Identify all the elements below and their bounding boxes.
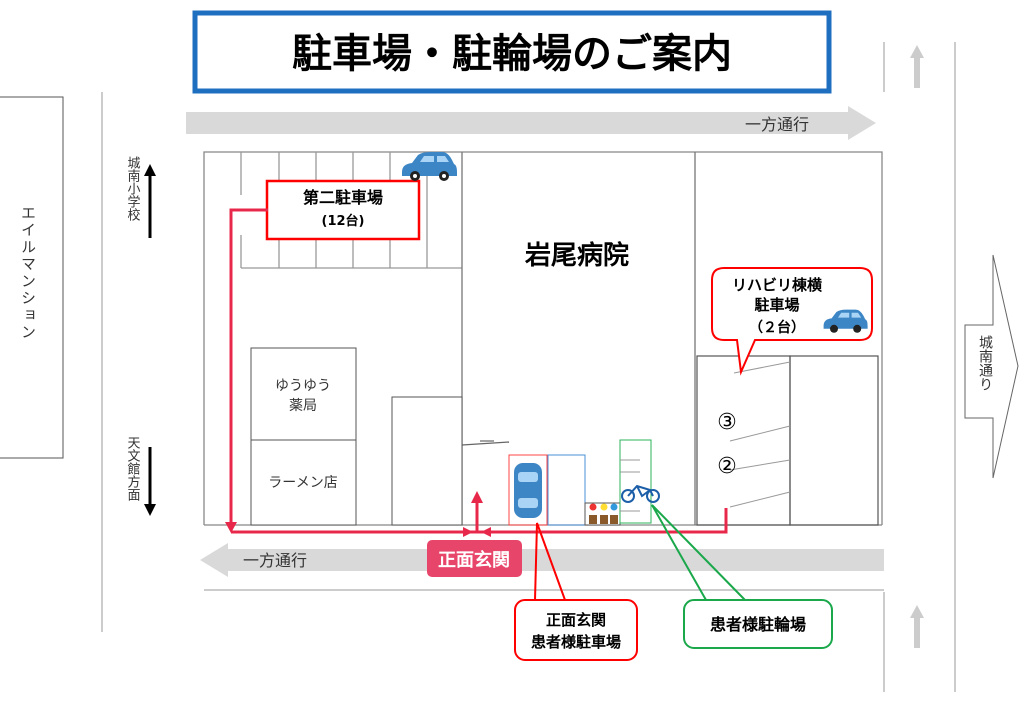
rehab-count: （２台） [749,319,805,336]
title-box [192,10,832,94]
entrance-badge [427,540,522,577]
front-callout-pointer [534,522,566,601]
mansion-building [0,96,64,459]
rehab-label-1: リハビリ棟横 [732,276,823,294]
bicycle-slot-lines [620,459,640,512]
up-arrow-black-icon [144,164,156,238]
entrance-badge-label: 正面玄関 [438,549,510,571]
top-one-way-label: 一方通行 [745,115,809,134]
bottom-one-way-label: 一方通行 [243,551,307,570]
car-icon [402,152,457,181]
ramen-building [250,439,357,526]
car-topview-icon [514,463,542,518]
route-arrowheads [225,491,491,537]
street-edges [101,42,956,692]
hospital-label: 岩尾病院 [524,240,629,271]
bicycle-icon [621,484,660,503]
car-icon [823,309,868,333]
up-arrow-icon [910,45,924,648]
bicycle-parking-label: 患者様駐輪場 [710,615,806,634]
slot-2-label: ② [717,454,737,479]
top-one-way-arrow [186,106,876,140]
second-parking-count: (12台) [322,213,365,229]
tenmonkan-direction-label: 天文館方面 [125,436,141,501]
small-building [391,396,463,526]
front-parking-label-2: 患者様駐車場 [531,633,621,651]
front-parking-label-1: 正面玄関 [546,611,606,629]
front-parking-slot-blue [547,454,586,526]
bicycle-parking-area [619,439,652,524]
pharmacy-building [250,347,357,441]
hospital-entrance-marks [461,440,510,446]
flowers-icon [584,502,621,526]
second-parking-name: 第二駐車場 [303,188,383,207]
down-arrow-black-icon [144,447,156,516]
school-direction-label: 城南小学校 [125,156,141,221]
rehab-callout [711,267,873,376]
page-title: 駐車場・駐輪場のご案内 [292,31,732,77]
ramen-label: ラーメン店 [268,475,337,491]
right-street-arrow [964,254,1019,479]
bicycle-callout-pointer [651,504,746,601]
front-parking-callout [514,599,638,661]
front-parking-slot-red [508,454,548,526]
rehab-parking-lot [696,355,879,526]
rehab-label-2: 駐車場 [754,296,799,314]
bicycle-parking-callout [683,599,833,649]
rehab-slot-lines [729,361,791,508]
right-street-label: 城南通り [977,335,993,391]
mansion-label: エイルマンション [19,205,37,341]
route-line [229,208,728,534]
pharmacy-label-2: 薬局 [289,398,317,414]
pharmacy-label-1: ゆうゆう [275,378,331,394]
second-parking-label-box [265,179,421,241]
slot-3-label: ③ [717,410,737,435]
